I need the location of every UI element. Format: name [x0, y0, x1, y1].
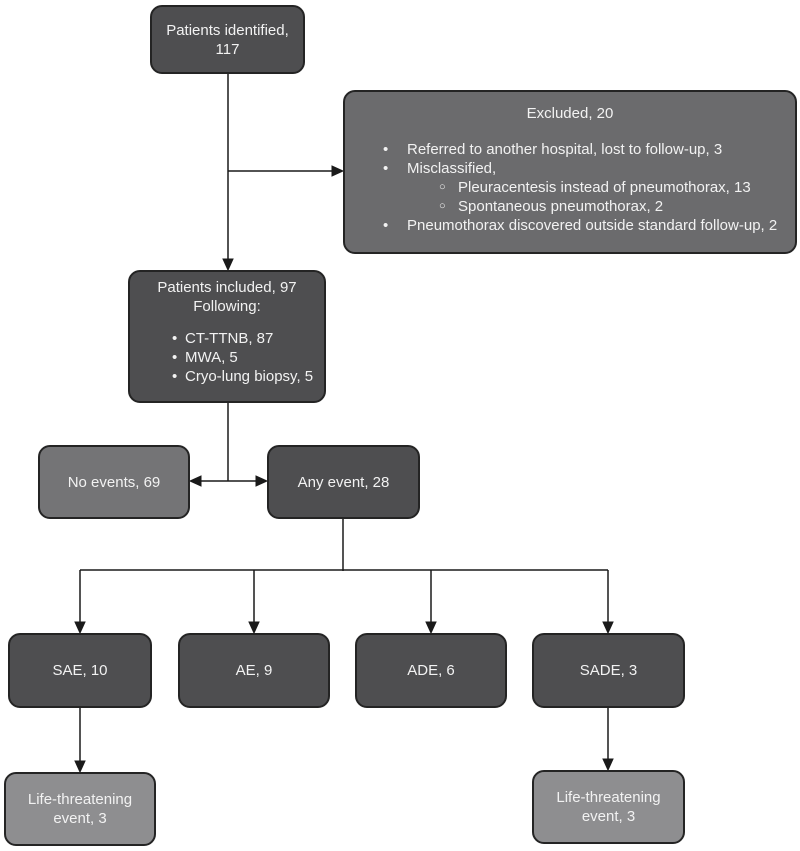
list-item: • Cryo-lung biopsy, 5 [172, 367, 318, 386]
node-ae-label: AE, 9 [235, 662, 273, 679]
bullet-icon: • [383, 160, 389, 177]
node-sae-label: SAE, 10 [52, 662, 108, 679]
arrow-to-excluded [228, 165, 345, 177]
list-item-text: CT-TTNB, 87 [185, 330, 274, 347]
list-item: • Pneumothorax discovered outside standa… [383, 216, 787, 235]
node-any-event: Any event, 28 [267, 445, 420, 519]
node-life-threatening-left-label: Life-threatening event, 3 [27, 791, 133, 827]
list-item: • Referred to another hospital, lost to … [383, 140, 787, 159]
bullet-icon: • [172, 368, 178, 385]
list-item-text: Referred to another hospital, lost to fo… [407, 141, 723, 158]
list-item-text: Misclassified, [407, 160, 497, 177]
node-excluded-title: Excluded, 20 [526, 105, 614, 122]
list-item-text: Pleuracentesis instead of pneumothorax, … [458, 179, 751, 196]
node-patients-included-subtitle: Following: [193, 298, 261, 315]
list-item-text: Spontaneous pneumothorax, 2 [458, 198, 664, 215]
circle-bullet-icon: ○ [439, 181, 446, 193]
node-life-threatening-right: Life-threatening event, 3 [532, 770, 685, 844]
list-item: • CT-TTNB, 87 [172, 329, 318, 348]
list-item: • MWA, 5 [172, 348, 318, 367]
bullet-icon: • [383, 217, 389, 234]
node-life-threatening-right-label: Life-threatening event, 3 [556, 789, 661, 825]
node-sae: SAE, 10 [8, 633, 152, 708]
node-ae: AE, 9 [178, 633, 330, 708]
node-any-event-label: Any event, 28 [297, 473, 390, 491]
node-ade: ADE, 6 [355, 633, 507, 708]
node-no-events: No events, 69 [38, 445, 190, 519]
node-patients-identified: Patients identified, 117 [150, 5, 305, 74]
bullet-icon: • [172, 349, 178, 366]
node-sade-label: SADE, 3 [579, 662, 638, 679]
node-ade-label: ADE, 6 [407, 662, 455, 679]
line-any-event-to-branch [80, 519, 608, 571]
list-item: • Misclassified, [383, 159, 787, 178]
node-patients-included: Patients included, 97 Following: • CT-TT… [128, 270, 326, 403]
arrow-sae-to-life-threatening [74, 708, 86, 774]
node-life-threatening-left: Life-threatening event, 3 [4, 772, 156, 846]
node-no-events-label: No events, 69 [67, 473, 161, 491]
list-item: ○ Pleuracentesis instead of pneumothorax… [439, 178, 787, 197]
circle-bullet-icon: ○ [439, 200, 446, 212]
arrow-branch-to-ae [248, 570, 260, 635]
included-bullet-list: • CT-TTNB, 87 • MWA, 5 • Cryo-lung biops… [136, 329, 318, 386]
arrow-branch-to-sade [602, 570, 614, 635]
double-arrow-no-events-any-event [188, 475, 269, 487]
arrow-identified-to-included [222, 74, 234, 272]
node-patients-identified-label: Patients identified, 117 [166, 21, 289, 58]
list-item-text: Cryo-lung biopsy, 5 [185, 368, 314, 385]
arrow-branch-to-sae [74, 570, 86, 635]
node-patients-included-title: Patients included, 97 [157, 279, 297, 296]
excluded-bullet-list: • Referred to another hospital, lost to … [353, 140, 787, 235]
node-excluded: Excluded, 20 • Referred to another hospi… [343, 90, 797, 254]
list-item-text: Pneumothorax discovered outside standard… [407, 217, 778, 234]
arrow-sade-to-life-threatening [602, 708, 614, 772]
bullet-icon: • [383, 141, 389, 158]
node-sade: SADE, 3 [532, 633, 685, 708]
bullet-icon: • [172, 330, 178, 347]
list-item-text: MWA, 5 [185, 349, 238, 366]
list-item: ○ Spontaneous pneumothorax, 2 [439, 197, 787, 216]
arrow-branch-to-ade [425, 570, 437, 635]
